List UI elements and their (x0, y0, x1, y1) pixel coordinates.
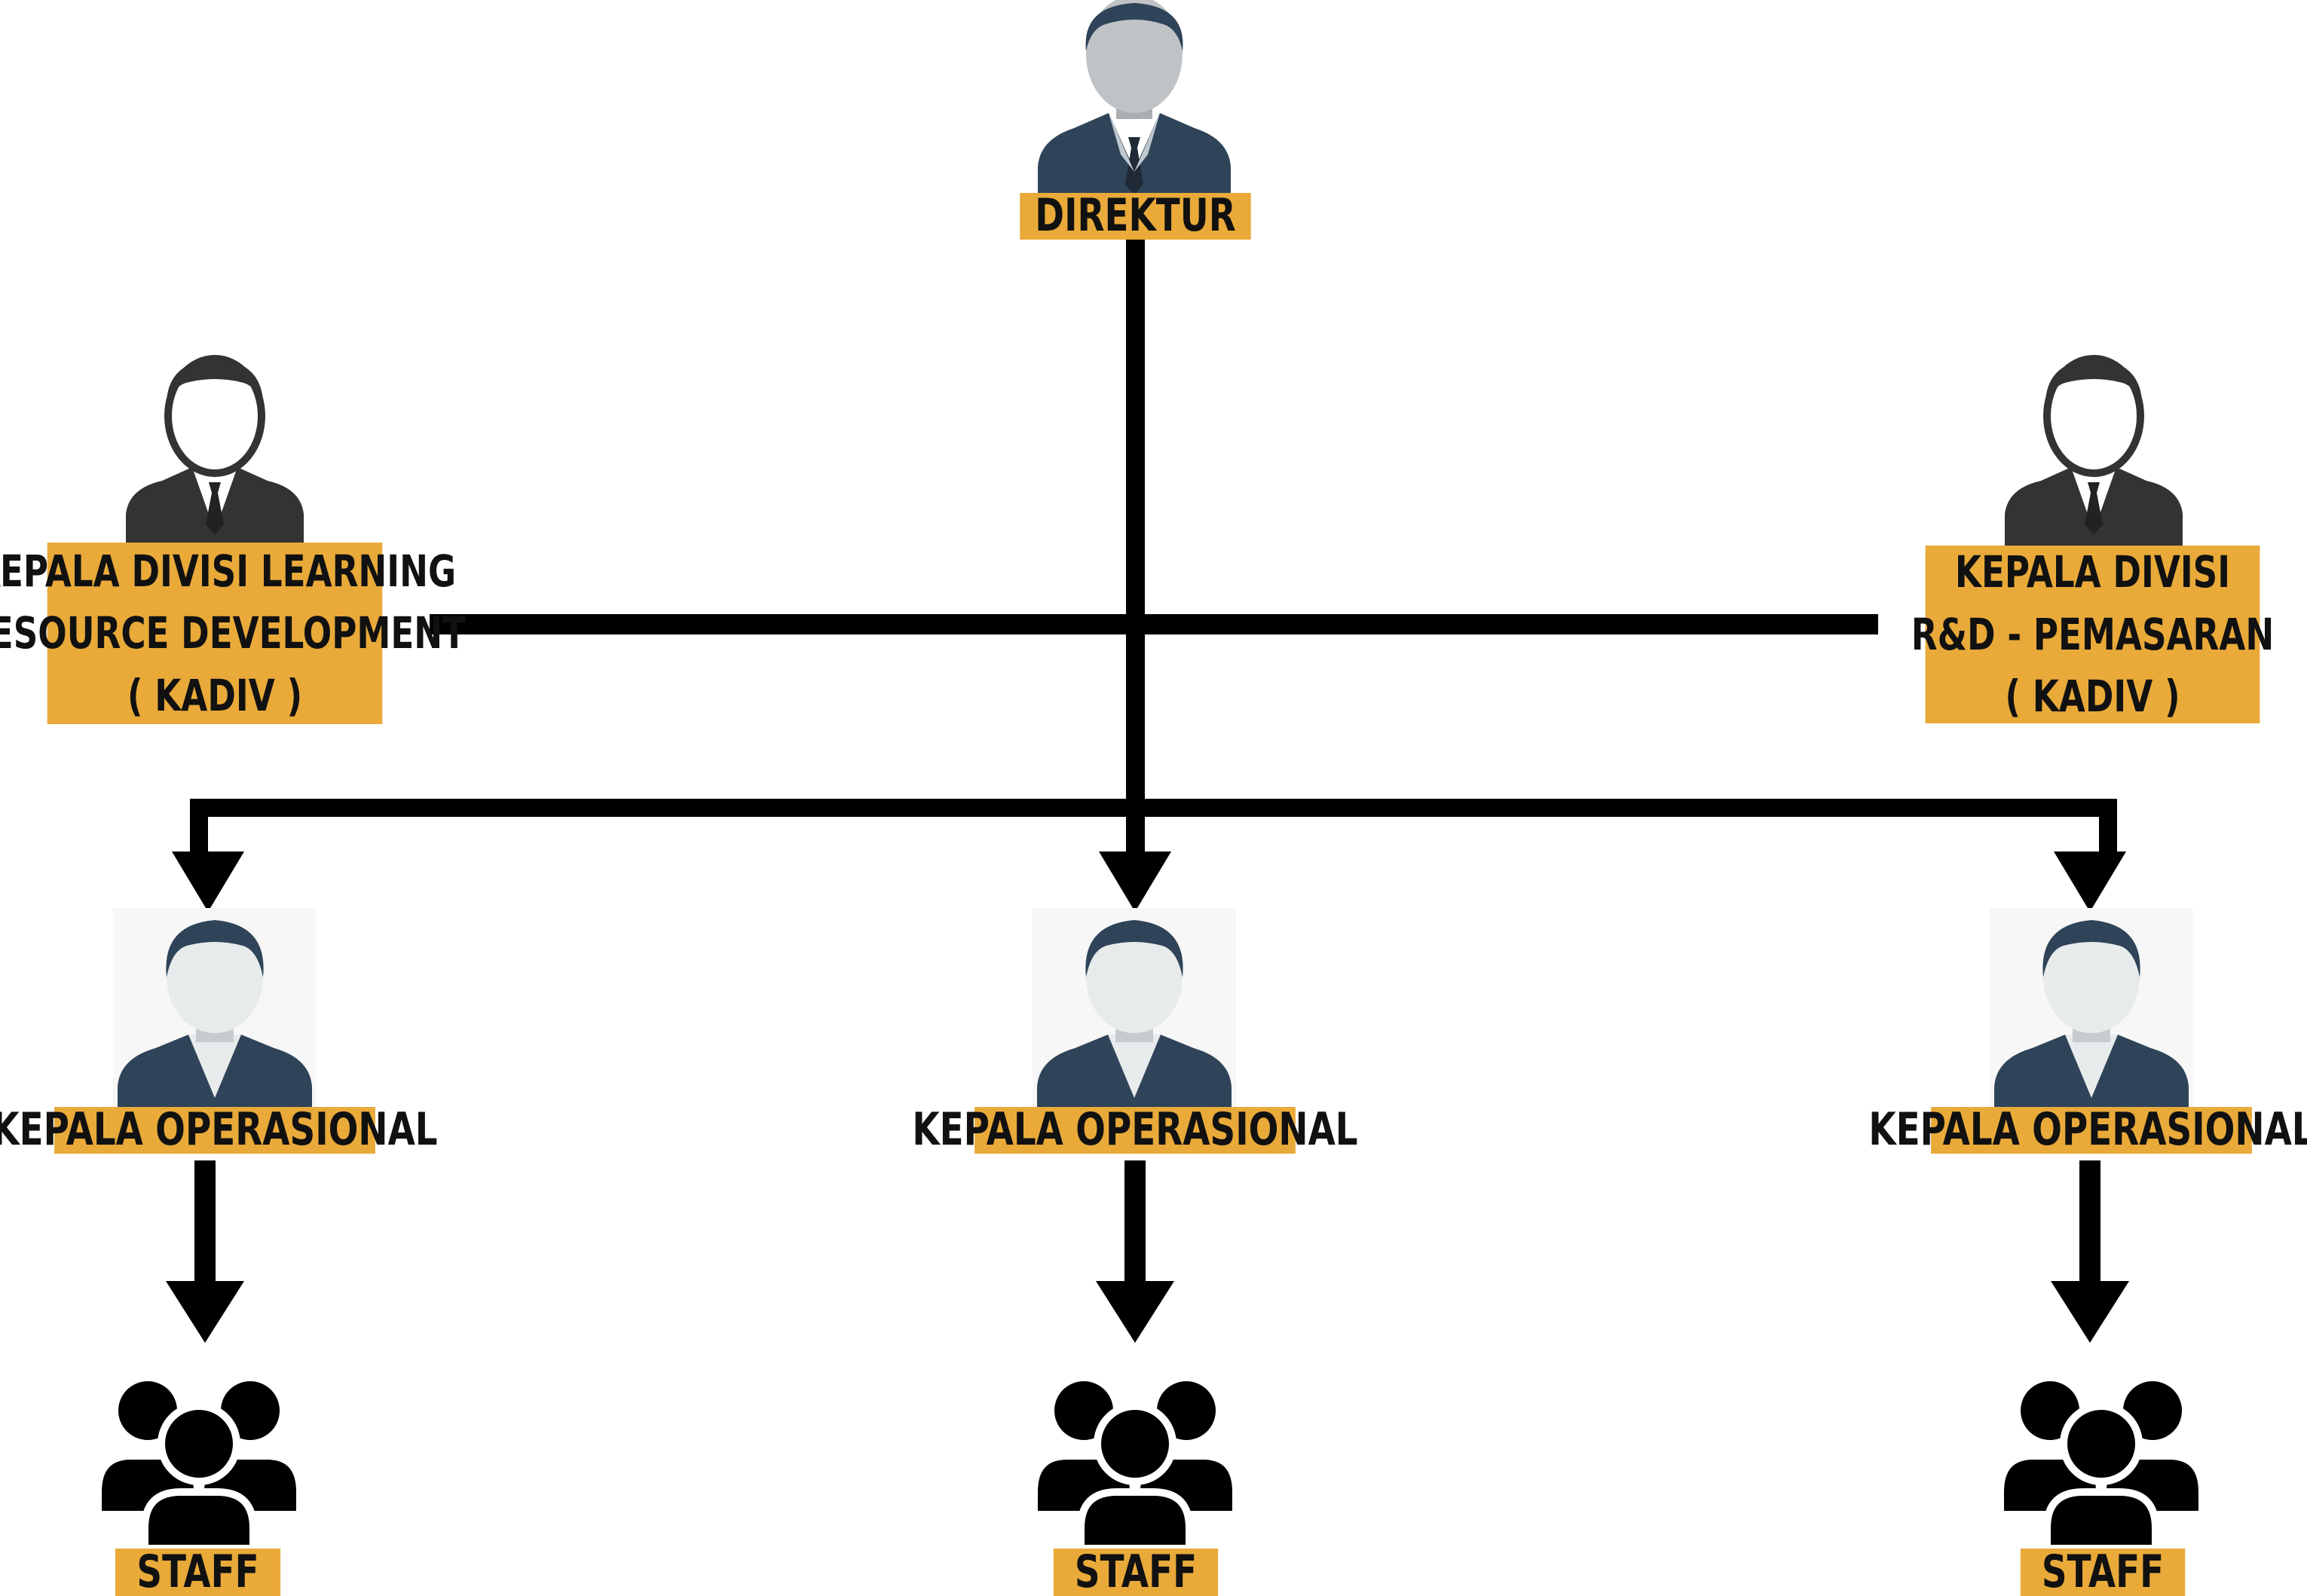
group-icon (1999, 1374, 2204, 1549)
staff-1-label: STAFF (115, 1546, 281, 1596)
kepala-ops-3-label: KEPALA OPERASIONAL (1868, 1103, 2307, 1156)
kadiv-lrd-line-3: ( KADIV ) (127, 669, 303, 721)
businessman-outline-icon (126, 355, 304, 546)
arrow-shaft-staff-3 (2079, 1160, 2100, 1289)
businessman-icon (1038, 0, 1231, 194)
kepala-ops-2-title: KEPALA OPERASIONAL (912, 1103, 1358, 1157)
kadiv-link-line (430, 614, 1878, 634)
kepala-ops-2-label: KEPALA OPERASIONAL (912, 1103, 1357, 1156)
staff-2-label: STAFF (1053, 1546, 1219, 1596)
staff-1-title: STAFF (136, 1545, 259, 1596)
businessman-outline-icon (2005, 355, 2183, 546)
distribution-bar (190, 799, 2117, 865)
kepala-ops-1-label: KEPALA OPERASIONAL (0, 1103, 438, 1156)
arrow-to-kepala-1 (172, 852, 244, 912)
direktur-label: DIREKTUR (1020, 189, 1251, 242)
manager-icon (113, 908, 317, 1113)
staff-3-title: STAFF (2041, 1545, 2165, 1596)
kadiv-lrd-line-2: RESOURCE DEVELOPMENT (0, 607, 467, 659)
arrow-shaft-staff-1 (194, 1160, 216, 1289)
kadiv-rdp-label: KEPALA DIVISI R&D - PEMASARAN ( KADIV ) (1911, 546, 2274, 723)
staff-2-title: STAFF (1074, 1545, 1198, 1596)
arrow-to-staff-3 (2051, 1281, 2129, 1343)
arrow-shaft-staff-2 (1124, 1160, 1146, 1289)
group-icon (1033, 1374, 1238, 1549)
kepala-ops-1-title: KEPALA OPERASIONAL (0, 1103, 438, 1157)
arrow-to-kepala-3 (2054, 852, 2126, 912)
kadiv-lrd-line-1: KEPALA DIVISI LEARNING (0, 545, 457, 597)
arrow-to-kepala-2 (1099, 852, 1171, 912)
kadiv-lrd-label: KEPALA DIVISI LEARNING RESOURCE DEVELOPM… (0, 543, 466, 724)
kadiv-rdp-line-1: KEPALA DIVISI (1954, 546, 2231, 598)
arrow-to-staff-2 (1096, 1281, 1174, 1343)
arrow-to-staff-1 (166, 1281, 244, 1343)
direktur-title: DIREKTUR (1035, 189, 1236, 243)
kadiv-rdp-line-2: R&D - PEMASARAN (1911, 608, 2275, 660)
trunk-line (1126, 240, 1145, 880)
kadiv-rdp-line-3: ( KADIV ) (2005, 671, 2180, 723)
manager-icon (1033, 908, 1236, 1113)
kepala-ops-3-title: KEPALA OPERASIONAL (1868, 1103, 2307, 1157)
staff-3-label: STAFF (2020, 1546, 2186, 1596)
manager-icon (1990, 908, 2193, 1113)
group-icon (96, 1374, 301, 1549)
